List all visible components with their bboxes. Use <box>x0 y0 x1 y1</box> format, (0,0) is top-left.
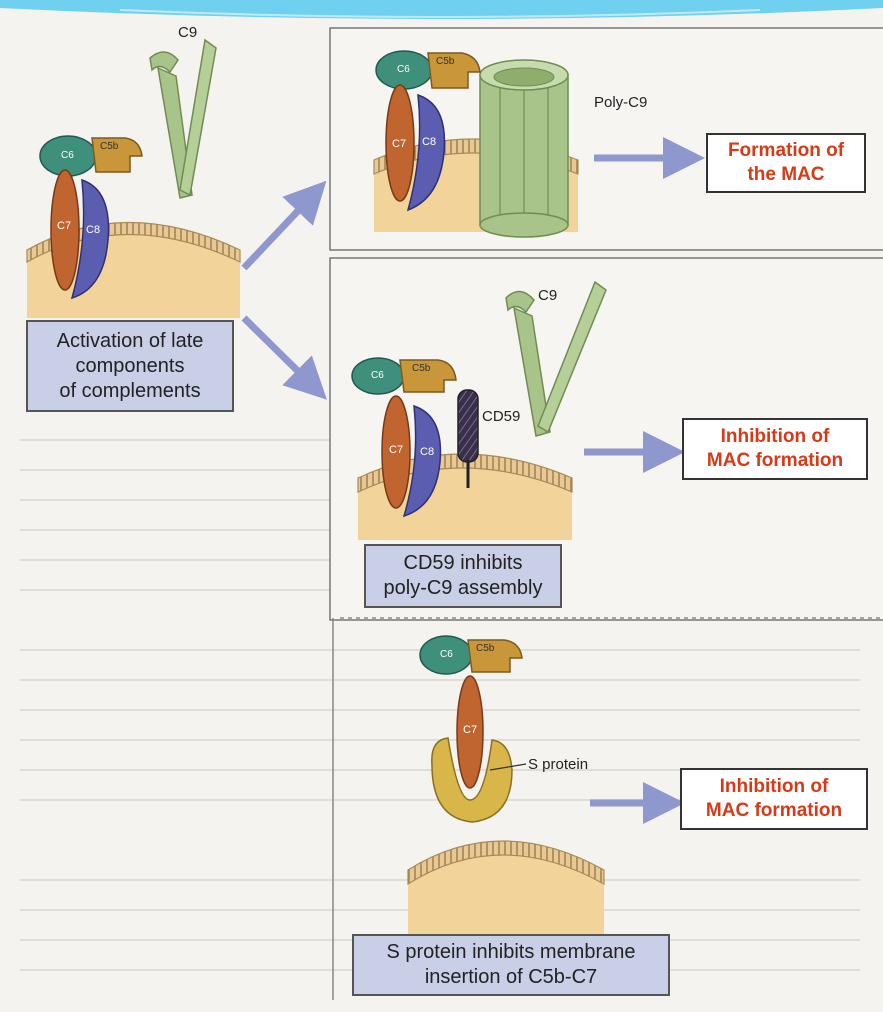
arrow-to-cd59 <box>244 318 312 385</box>
activation-caption-line1: Activation of late <box>57 329 204 354</box>
activation-caption-line2: components <box>76 354 185 379</box>
c5b-label: C5b <box>100 141 118 152</box>
c9-label: C9 <box>178 24 197 41</box>
cd59-label: CD59 <box>482 408 520 425</box>
arrow-to-mac <box>244 196 312 268</box>
sprotein-outcome-box: Inhibition of MAC formation <box>680 768 868 830</box>
sprotein-outcome-line2: MAC formation <box>706 799 842 823</box>
poly-c9-cylinder <box>480 60 568 237</box>
cd59-outcome-box: Inhibition of MAC formation <box>682 418 868 480</box>
cd59-caption: CD59 inhibits poly-C9 assembly <box>364 544 562 608</box>
activation-caption-line3: of complements <box>59 379 200 404</box>
mac-outcome-line2: the MAC <box>747 163 824 187</box>
c6-label: C6 <box>397 64 410 75</box>
c6-label: C6 <box>440 649 453 660</box>
activation-caption: Activation of late components of complem… <box>26 320 234 412</box>
c7-label: C7 <box>389 444 403 456</box>
cd59-caption-line2: poly-C9 assembly <box>384 576 543 601</box>
c8-label: C8 <box>86 224 100 236</box>
sprotein-caption: S protein inhibits membrane insertion of… <box>352 934 670 996</box>
sprotein-caption-line2: insertion of C5b-C7 <box>425 965 597 990</box>
cd59-outcome-line2: MAC formation <box>707 449 843 473</box>
mac-outcome-line1: Formation of <box>728 139 844 163</box>
cd59-caption-line1: CD59 inhibits <box>404 551 523 576</box>
c8-label: C8 <box>422 136 436 148</box>
s-protein-label: S protein <box>528 756 588 773</box>
c6-label: C6 <box>371 370 384 381</box>
sprotein-panel <box>408 636 604 950</box>
c9-protein <box>150 40 216 198</box>
c9-label: C9 <box>538 287 557 304</box>
activation-panel <box>27 40 240 318</box>
poly-c9-label: Poly-C9 <box>594 94 647 111</box>
c5b-label: C5b <box>412 363 430 374</box>
cd59-outcome-line1: Inhibition of <box>721 425 830 449</box>
c7-label: C7 <box>392 138 406 150</box>
sprotein-outcome-line1: Inhibition of <box>720 775 829 799</box>
c5b-label: C5b <box>476 643 494 654</box>
c7-label: C7 <box>57 220 71 232</box>
c6-label: C6 <box>61 150 74 161</box>
mac-outcome-box: Formation of the MAC <box>706 133 866 193</box>
c8-label: C8 <box>420 446 434 458</box>
sprotein-caption-line1: S protein inhibits membrane <box>386 940 635 965</box>
c7-label: C7 <box>463 724 477 736</box>
c5b-label: C5b <box>436 56 454 67</box>
